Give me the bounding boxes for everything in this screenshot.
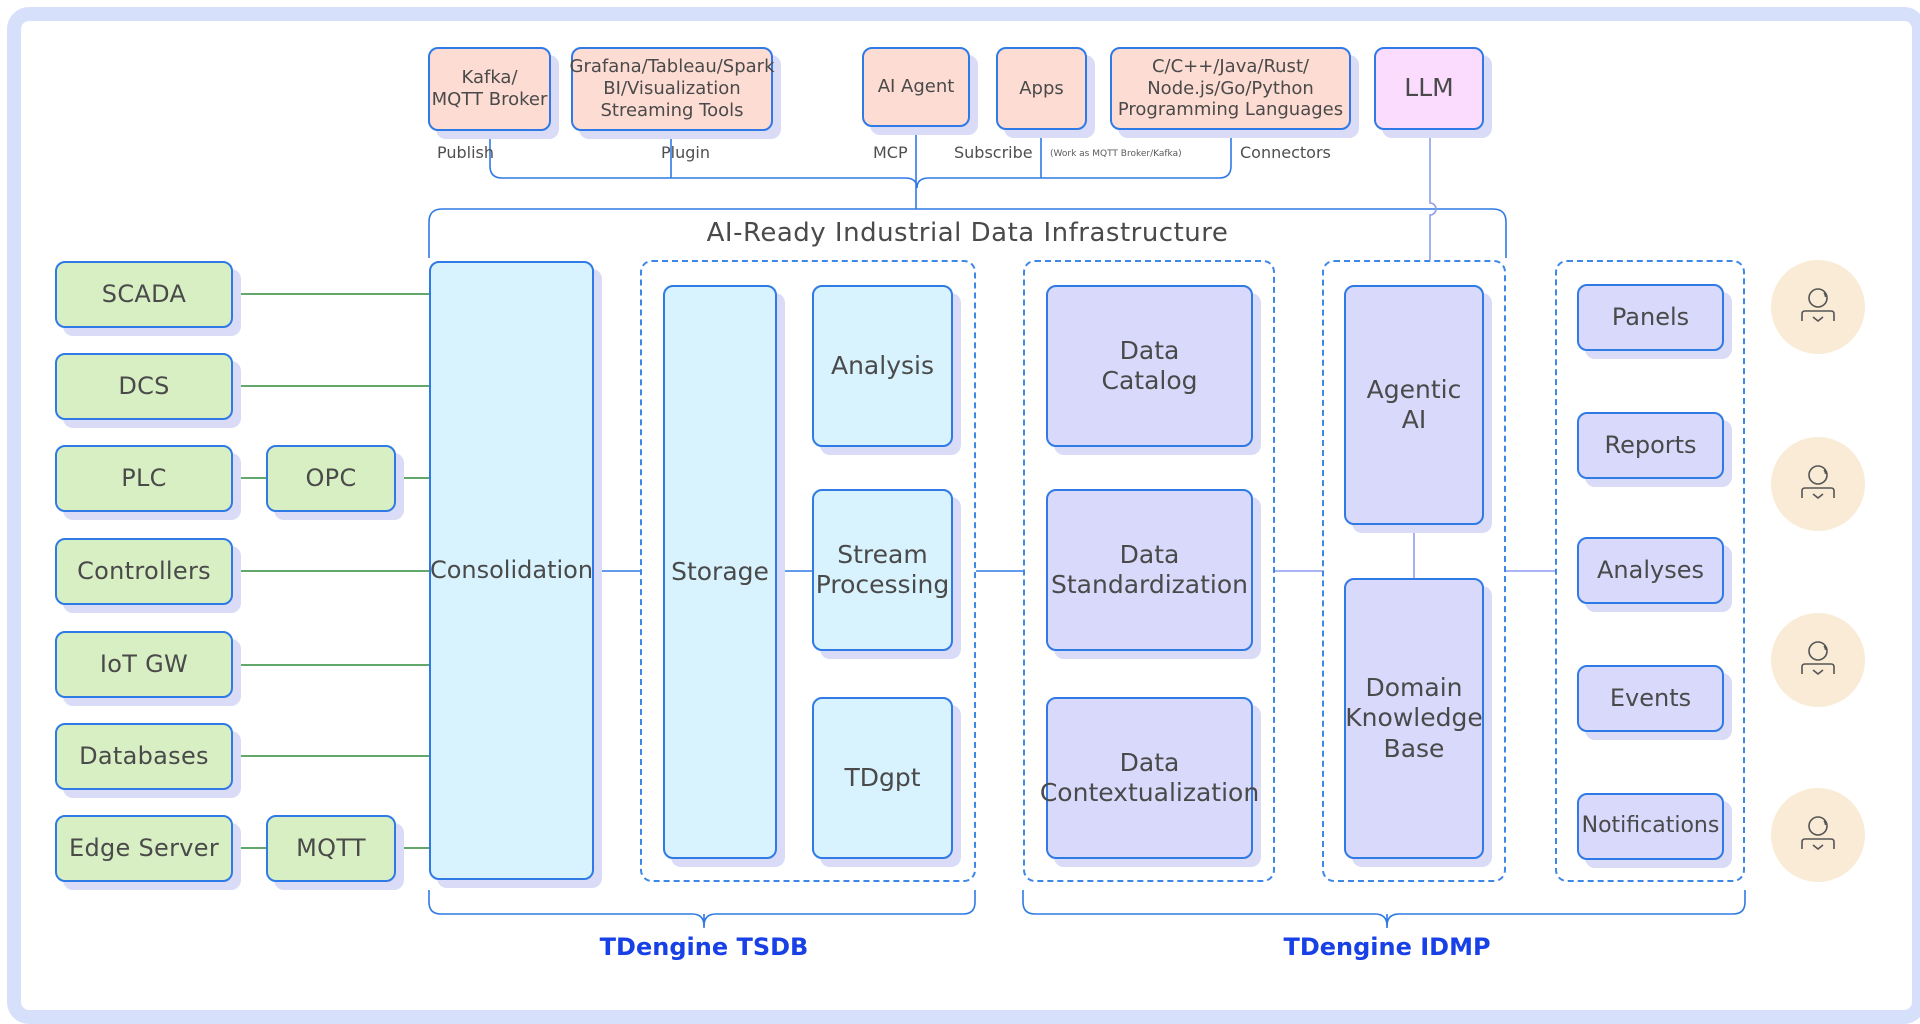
source-databases: Databases [55, 723, 233, 790]
output-panels: Panels [1577, 284, 1724, 351]
llm-label: LLM [1404, 73, 1454, 103]
domain-knowledge-base-label: Domain Knowledge Base [1345, 672, 1483, 763]
tdgpt-box: TDgpt [812, 697, 953, 859]
consumer-ai-agent-box: AI Agent [862, 47, 970, 127]
output-reports: Reports [1577, 412, 1724, 479]
source-edge-server: Edge Server [55, 815, 233, 882]
consumer-apps-label: Apps [1019, 77, 1064, 99]
consolidation-box: Consolidation [429, 261, 594, 880]
consumer-bi-box: Grafana/Tableau/Spark BI/Visualization S… [569, 47, 775, 131]
connection-label-mcp: MCP [873, 143, 908, 162]
output-notifications-label: Notifications [1581, 813, 1720, 839]
connection-label-plugin: Plugin [661, 143, 710, 162]
consolidation-label: Consolidation [429, 555, 594, 584]
source-dcs-label: DCS [118, 371, 170, 400]
idmp-data-group [1023, 260, 1275, 882]
storage-label: Storage [671, 556, 769, 586]
product-label-idmp: TDengine IDMP [1283, 933, 1491, 961]
consumer-bi-label: Grafana/Tableau/Spark BI/Visualization S… [569, 56, 775, 121]
data-catalog-box: Data Catalog [1046, 285, 1253, 447]
connection-note-apps: (Work as MQTT Broker/Kafka) [1050, 149, 1182, 159]
output-reports-label: Reports [1604, 430, 1697, 459]
source-mqtt-label: MQTT [296, 833, 366, 862]
user-check-icon [1801, 465, 1835, 500]
source-opc-label: OPC [305, 463, 357, 492]
tdgpt-label: TDgpt [844, 762, 921, 792]
product-label-tsdb: TDengine TSDB [599, 933, 809, 961]
consumer-languages-label: C/C++/Java/Rust/ Node.js/Go/Python Progr… [1117, 55, 1344, 121]
data-contextualization-box: Data Contextualization [1040, 697, 1259, 859]
source-mqtt: MQTT [266, 815, 396, 882]
user-check-icon [1801, 816, 1835, 851]
connection-label-publish: Publish [437, 143, 495, 162]
source-plc: PLC [55, 445, 233, 512]
source-dcs: DCS [55, 353, 233, 420]
source-controllers-label: Controllers [77, 556, 211, 585]
output-events-label: Events [1609, 683, 1692, 712]
connection-label-subscribe: Subscribe [954, 143, 1033, 162]
user-persona [1771, 437, 1865, 531]
source-scada-label: SCADA [101, 279, 187, 308]
analysis-box: Analysis [812, 285, 953, 447]
stream-processing-label: Stream Processing [815, 539, 950, 600]
source-iot-gw: IoT GW [55, 631, 233, 698]
infrastructure-title: AI-Ready Industrial Data Infrastructure [706, 218, 1229, 248]
idmp-outputs-group [1555, 260, 1745, 882]
agentic-ai-label: Agentic AI [1366, 374, 1462, 435]
domain-knowledge-base-box: Domain Knowledge Base [1344, 578, 1484, 859]
consumer-apps-box: Apps [996, 47, 1087, 130]
stream-processing-box: Stream Processing [812, 489, 953, 651]
storage-box: Storage [663, 285, 777, 859]
data-standardization-label: Data Standardization [1050, 539, 1248, 600]
source-plc-label: PLC [121, 463, 167, 492]
consumer-kafka-label: Kafka/ MQTT Broker [431, 67, 548, 110]
data-catalog-label: Data Catalog [1101, 335, 1198, 396]
consumer-languages-box: C/C++/Java/Rust/ Node.js/Go/Python Progr… [1110, 47, 1351, 130]
data-standardization-box: Data Standardization [1046, 489, 1253, 651]
data-contextualization-label: Data Contextualization [1039, 747, 1260, 808]
user-persona [1771, 260, 1865, 354]
user-persona [1771, 788, 1865, 882]
output-analyses-label: Analyses [1597, 555, 1704, 584]
source-scada: SCADA [55, 261, 233, 328]
output-events: Events [1577, 665, 1724, 732]
output-panels-label: Panels [1611, 302, 1690, 331]
tsdb-group [640, 260, 976, 882]
source-databases-label: Databases [79, 741, 209, 770]
user-check-icon [1801, 641, 1835, 676]
agentic-ai-box: Agentic AI [1344, 285, 1484, 525]
user-persona [1771, 613, 1865, 707]
llm-box: LLM [1374, 47, 1484, 130]
source-edge-server-label: Edge Server [68, 833, 220, 862]
consumer-ai-agent-label: AI Agent [877, 76, 955, 98]
source-iot-gw-label: IoT GW [99, 649, 189, 678]
connection-label-connectors: Connectors [1240, 143, 1331, 162]
analysis-label: Analysis [830, 350, 934, 380]
output-analyses: Analyses [1577, 537, 1724, 604]
source-opc: OPC [266, 445, 396, 512]
user-check-icon [1801, 288, 1835, 323]
source-controllers: Controllers [55, 538, 233, 605]
consumer-kafka-box: Kafka/ MQTT Broker [428, 47, 551, 131]
idmp-ai-group [1322, 260, 1506, 882]
output-notifications: Notifications [1577, 793, 1724, 860]
